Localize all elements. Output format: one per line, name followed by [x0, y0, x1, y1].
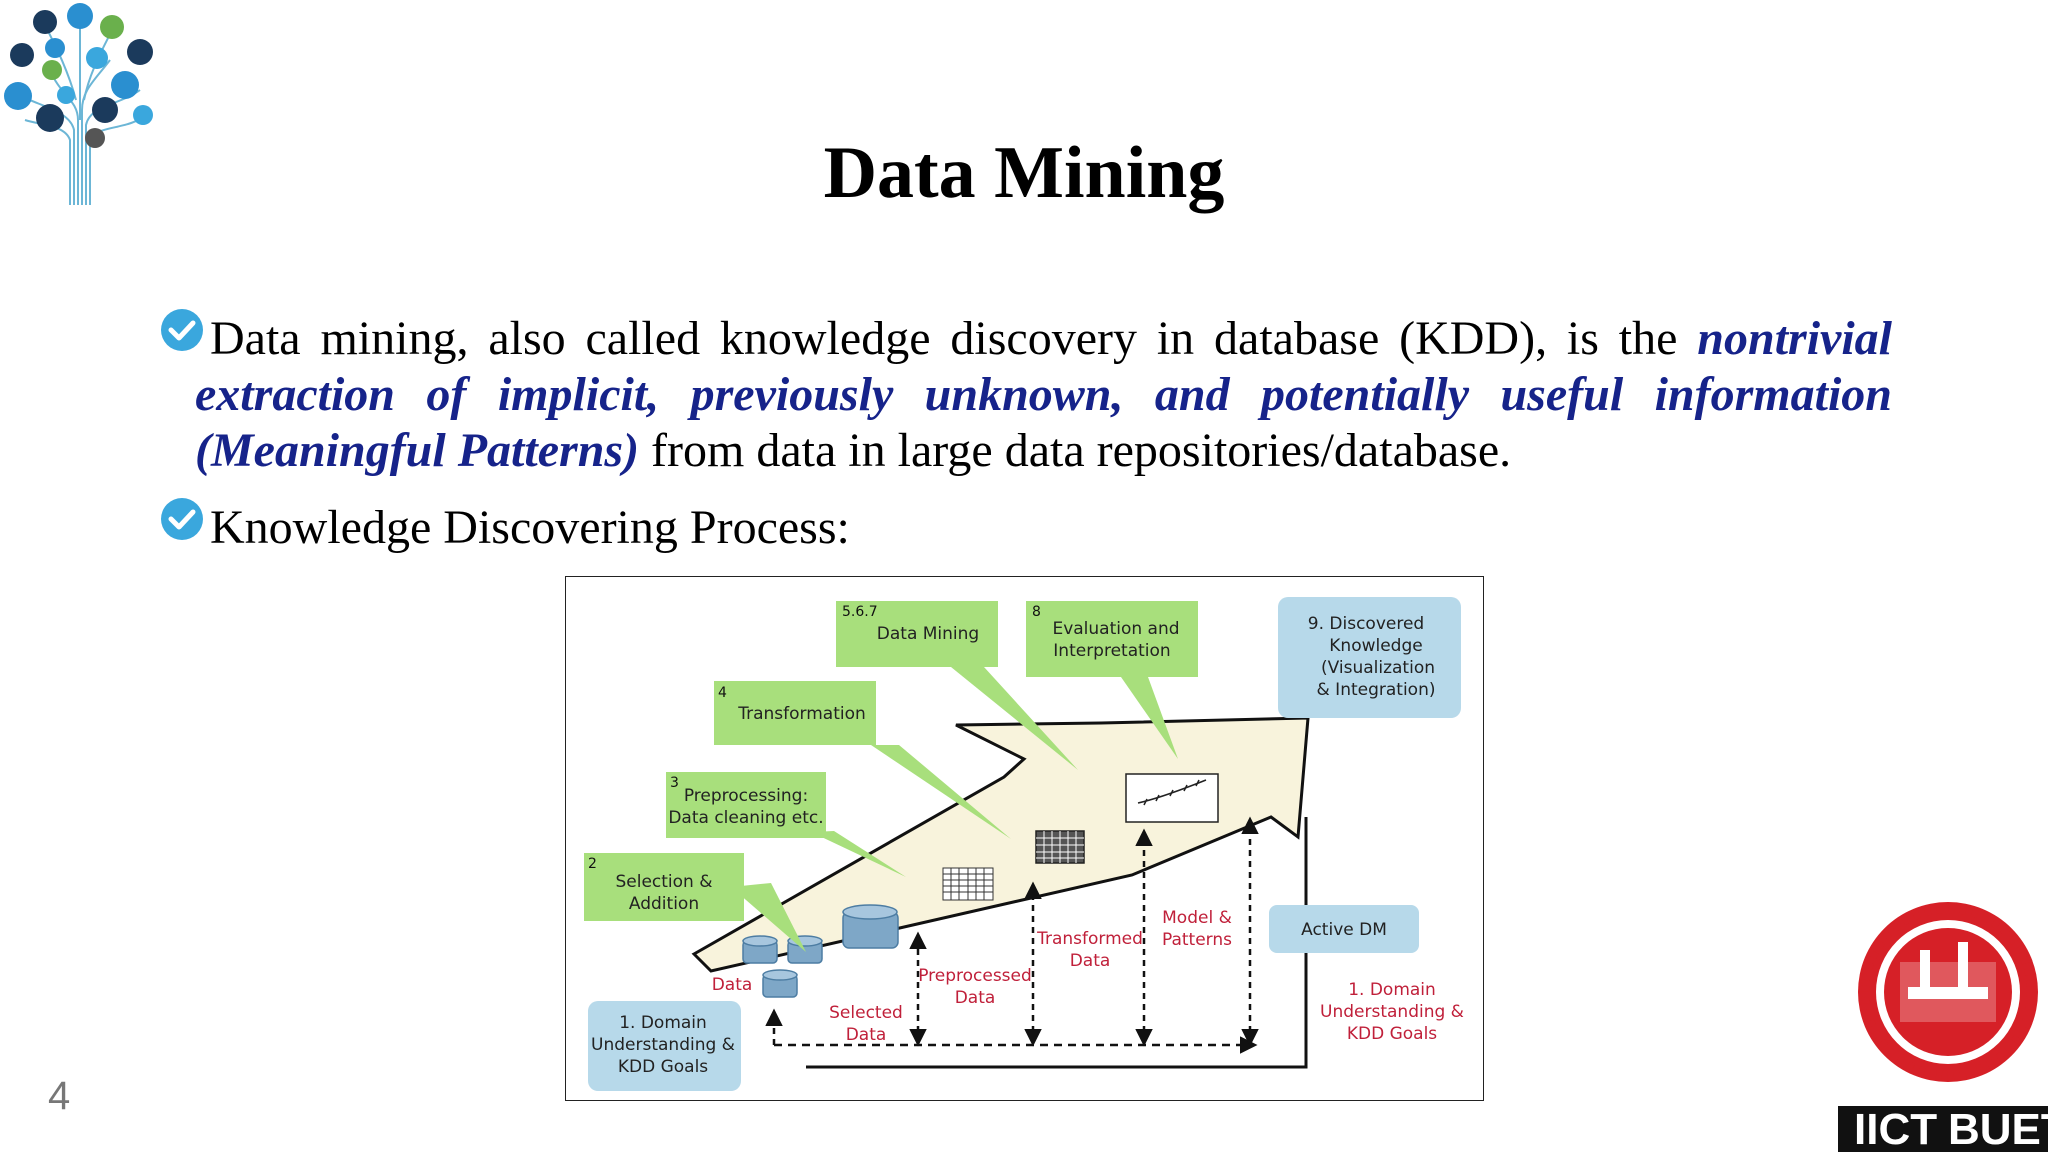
svg-text:1. Domain: 1. Domain	[1348, 980, 1436, 1000]
svg-text:8: 8	[1032, 604, 1041, 620]
definition-text-end: from data in large data repositories/dat…	[651, 424, 1512, 477]
grid-icon-preprocessed	[942, 867, 994, 901]
svg-text:Evaluation and: Evaluation and	[1052, 619, 1179, 639]
svg-text:Data Mining: Data Mining	[877, 624, 979, 644]
database-icon-large	[842, 904, 899, 949]
svg-text:Selection &: Selection &	[615, 872, 712, 892]
label-transformed: Transformed	[1036, 929, 1143, 949]
definition-paragraph: Data mining, also called knowledge disco…	[195, 311, 1892, 479]
label-model-2: Patterns	[1162, 930, 1232, 950]
feedback-line	[806, 817, 1308, 1069]
svg-text:Active DM: Active DM	[1301, 920, 1387, 940]
step-9-box: 9. Discovered Knowledge (Visualization &…	[1278, 597, 1461, 718]
callout-pointer-4	[871, 745, 1011, 839]
svg-text:(Visualization: (Visualization	[1321, 658, 1435, 678]
svg-text:Understanding &: Understanding &	[1320, 1002, 1464, 1022]
step-8-box: 8 Evaluation and Interpretation	[1026, 601, 1198, 677]
svg-text:5.6.7: 5.6.7	[842, 604, 878, 620]
svg-text:Transformation: Transformation	[737, 704, 866, 724]
callout-pointer-8	[1121, 677, 1178, 759]
database-icon-small	[742, 935, 823, 998]
tech-tree-logo	[4, 3, 153, 205]
svg-text:Understanding &: Understanding &	[591, 1035, 735, 1055]
svg-text:3: 3	[670, 775, 679, 791]
svg-text:BUET: BUET	[1948, 1105, 2048, 1152]
label-model: Model &	[1162, 908, 1232, 928]
svg-text:KDD Goals: KDD Goals	[618, 1057, 708, 1077]
svg-text:2: 2	[588, 856, 597, 872]
svg-text:IICT: IICT	[1854, 1105, 1937, 1152]
iict-buet-logo: IICT BUET	[1838, 902, 2048, 1152]
callout-pointer-567	[951, 667, 1078, 770]
process-heading: Knowledge Discovering Process:	[195, 500, 1892, 556]
domain-right-text: 1. Domain Understanding & KDD Goals	[1320, 980, 1464, 1044]
callout-pointer-2	[731, 883, 806, 952]
svg-text:Addition: Addition	[629, 894, 699, 914]
label-preprocessed: Preprocessed	[918, 966, 1032, 986]
svg-text:Knowledge: Knowledge	[1329, 636, 1422, 656]
label-preprocessed-2: Data	[955, 988, 996, 1008]
page-title: Data Mining	[823, 132, 1225, 214]
definition-text-start: Data mining, also called knowledge disco…	[210, 312, 1678, 365]
label-transformed-2: Data	[1070, 951, 1111, 971]
label-selected-2: Data	[846, 1025, 887, 1045]
step-4-box: 4 Transformation	[714, 681, 876, 745]
svg-text:9. Discovered: 9. Discovered	[1308, 614, 1424, 634]
step-3-box: 3 Preprocessing: Data cleaning etc.	[666, 772, 826, 838]
check-circle-icon	[161, 309, 203, 351]
domain-left-box: 1. Domain Understanding & KDD Goals	[588, 1001, 741, 1091]
step-2-box: 2 Selection & Addition	[584, 853, 744, 921]
grid-icon-transformed	[1035, 830, 1085, 864]
svg-text:Data cleaning etc.: Data cleaning etc.	[668, 808, 823, 828]
process-heading-text: Knowledge Discovering Process:	[210, 501, 850, 554]
active-dm-box: Active DM	[1269, 905, 1419, 953]
svg-text:Preprocessing:: Preprocessing:	[684, 786, 808, 806]
pattern-chart-icon	[1125, 773, 1219, 823]
svg-text:1. Domain: 1. Domain	[619, 1013, 707, 1033]
label-selected: Selected	[829, 1003, 903, 1023]
definition-emphasis: nontrivial extraction of implicit, previ…	[195, 312, 1893, 477]
check-circle-icon	[161, 498, 203, 540]
callout-pointer-3	[811, 831, 906, 877]
svg-text:KDD Goals: KDD Goals	[1347, 1024, 1437, 1044]
svg-text:Interpretation: Interpretation	[1053, 641, 1170, 661]
label-data: Data	[712, 975, 753, 995]
svg-text:4: 4	[718, 685, 727, 701]
kdd-process-diagram: 2 Selection & Addition 3 Preprocessing: …	[565, 576, 1484, 1101]
slide-number: 4	[48, 1074, 71, 1118]
svg-text:& Integration): & Integration)	[1317, 680, 1436, 700]
step-567-box: 5.6.7 Data Mining	[836, 601, 998, 667]
